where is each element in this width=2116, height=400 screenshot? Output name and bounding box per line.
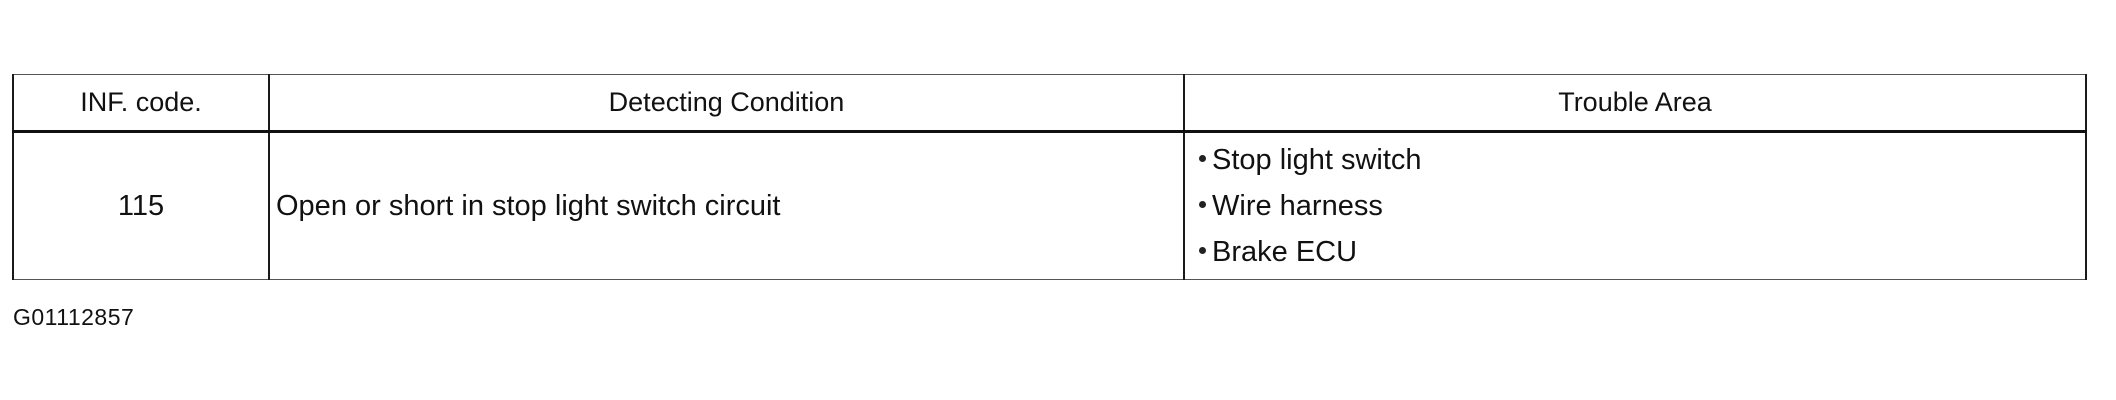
header-detecting-condition: Detecting Condition <box>268 74 1185 133</box>
trouble-area-item-label: Brake ECU <box>1212 236 1358 268</box>
header-trouble-area: Trouble Area <box>1183 74 2087 133</box>
diagnostic-code-table: INF. code. Detecting Condition Trouble A… <box>12 74 2087 280</box>
list-item: Stop light switch <box>1199 137 2085 183</box>
table-row: 115 Open or short in stop light switch c… <box>12 131 2087 280</box>
trouble-area-item-label: Wire harness <box>1212 190 1383 222</box>
bullet-dot-icon <box>1199 154 1206 162</box>
inf-code-cell: 115 <box>12 131 270 280</box>
bullet-dot-icon <box>1199 200 1206 208</box>
figure-id-label: G01112857 <box>13 304 135 330</box>
list-item: Brake ECU <box>1199 229 2085 275</box>
detecting-condition-cell: Open or short in stop light switch circu… <box>268 131 1185 280</box>
bullet-dot-icon <box>1199 246 1206 254</box>
table-header-row: INF. code. Detecting Condition Trouble A… <box>12 74 2087 133</box>
list-item: Wire harness <box>1199 183 2085 229</box>
header-inf-code: INF. code. <box>12 74 270 133</box>
trouble-area-item-label: Stop light switch <box>1212 144 1422 176</box>
trouble-area-cell: Stop light switch Wire harness Brake ECU <box>1183 131 2087 280</box>
trouble-area-list: Stop light switch Wire harness Brake ECU <box>1199 137 2085 275</box>
